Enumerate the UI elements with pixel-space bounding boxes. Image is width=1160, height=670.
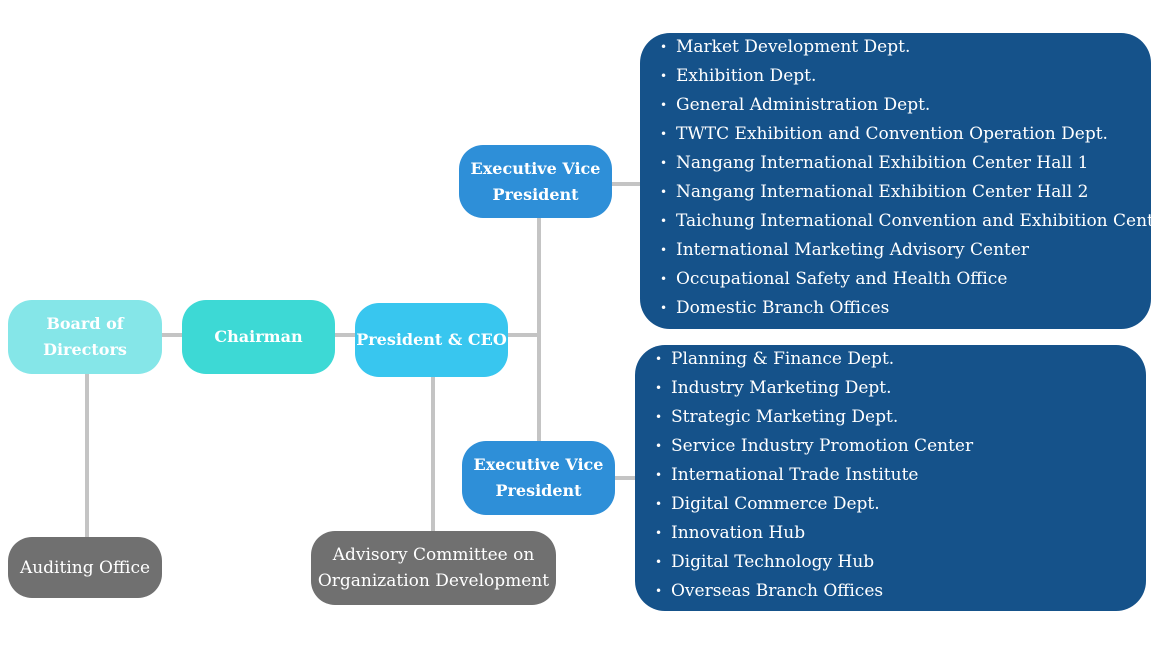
connector-trunk-vertical [537,217,541,442]
list-item[interactable]: Overseas Branch Offices [651,577,1140,606]
list-item[interactable]: Taichung International Convention and Ex… [656,207,1160,236]
list-item[interactable]: Strategic Marketing Dept. [651,403,1140,432]
departments-list-top: Market Development Dept. Exhibition Dept… [656,33,1160,323]
list-item[interactable]: Digital Technology Hub [651,548,1140,577]
auditing-office-node[interactable]: Auditing Office [8,537,162,598]
board-of-directors-node[interactable]: Board of Directors [8,300,162,374]
list-item[interactable]: Innovation Hub [651,519,1140,548]
president-ceo-node[interactable]: President & CEO [355,303,508,377]
advisory-committee-label-line1: Advisory Committee on [332,545,535,565]
list-item[interactable]: TWTC Exhibition and Convention Operation… [656,120,1145,149]
list-item[interactable]: Digital Commerce Dept. [651,490,1140,519]
list-item[interactable]: Industry Marketing Dept. [651,374,1140,403]
evp-top-label-line2: President [492,184,579,204]
list-item[interactable]: International Marketing Advisory Center [656,236,1145,265]
list-item[interactable]: Occupational Safety and Health Office [656,265,1145,294]
advisory-committee-label-line2: Organization Development [317,571,550,591]
connector-chairman-president [334,333,356,337]
list-item[interactable]: Planning & Finance Dept. [651,345,1140,374]
list-item[interactable]: Nangang International Exhibition Center … [656,178,1145,207]
list-item[interactable]: Service Industry Promotion Center [651,432,1140,461]
connector-evp-top-panel [610,182,642,186]
connector-board-auditing [85,373,89,539]
list-item[interactable]: General Administration Dept. [656,91,1145,120]
connector-president-trunk [507,333,539,337]
list-item[interactable]: International Trade Institute [651,461,1140,490]
evp-top-label-line1: Executive Vice [470,158,601,178]
advisory-committee-node[interactable]: Advisory Committee on Organization Devel… [311,531,556,605]
connector-board-chairman [160,333,184,337]
auditing-office-label: Auditing Office [19,557,151,578]
departments-panel-top: Market Development Dept. Exhibition Dept… [640,33,1160,329]
evp-top-node[interactable]: Executive Vice President [459,145,612,218]
president-ceo-label: President & CEO [356,330,507,349]
connector-president-advisory [431,376,435,532]
board-of-directors-label: Board of Directors [43,314,127,359]
evp-bottom-label-line2: President [495,481,582,500]
evp-bottom-node[interactable]: Executive Vice President [462,441,615,515]
list-item[interactable]: Exhibition Dept. [656,62,1145,91]
evp-bottom-label-line1: Executive Vice [473,455,604,474]
list-item[interactable]: Market Development Dept. [656,33,1145,62]
chairman-label: Chairman [214,327,303,346]
connector-evp-bottom-panel [613,476,637,480]
departments-list-bottom: Planning & Finance Dept. Industry Market… [651,345,1140,606]
departments-panel-bottom: Planning & Finance Dept. Industry Market… [635,345,1146,611]
list-item[interactable]: Domestic Branch Offices [656,294,1145,323]
chairman-node[interactable]: Chairman [182,300,335,374]
list-item[interactable]: Nangang International Exhibition Center … [656,149,1145,178]
